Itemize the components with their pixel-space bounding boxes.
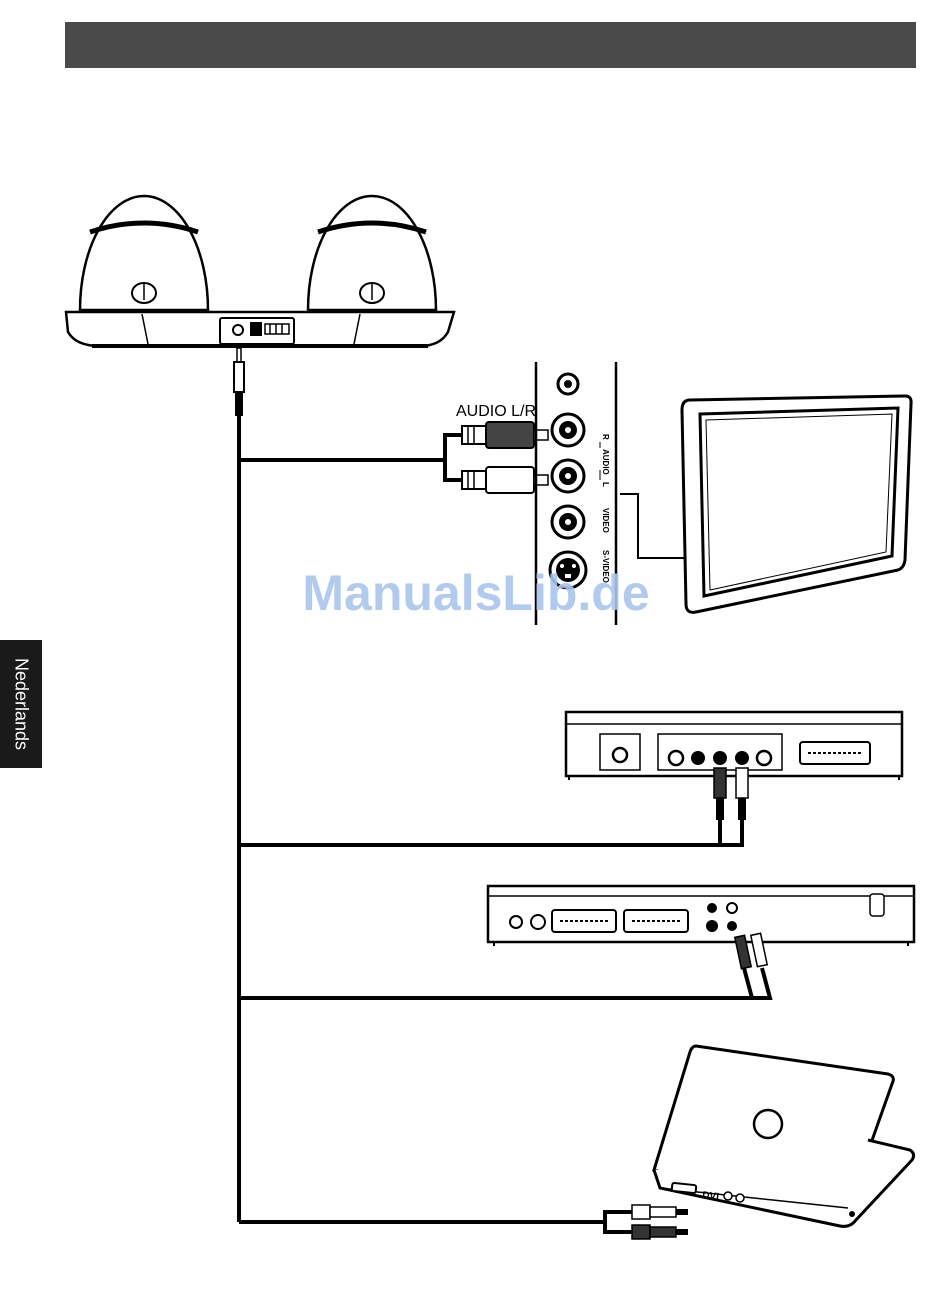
jack-label-video: VIDEO xyxy=(601,508,610,533)
tv-link-line xyxy=(620,494,688,558)
tv-monitor xyxy=(682,396,911,612)
watermark-text: ManualsLib.de xyxy=(302,565,649,621)
speaker-dock xyxy=(66,196,454,346)
jack-label-r: R xyxy=(601,434,610,440)
audio-lr-label: AUDIO L/R xyxy=(456,403,536,420)
jack-label-l: L xyxy=(601,482,610,487)
receiver-box xyxy=(566,712,902,820)
audio-jack-plug xyxy=(234,348,244,416)
jack-label-audio: AUDIO xyxy=(601,449,610,475)
tv-jack-labels: R AUDIO L VIDEO S-VIDEO xyxy=(600,434,610,583)
laptop xyxy=(632,1046,914,1239)
dvi-label: DVI xyxy=(702,1190,720,1203)
dvd-player xyxy=(488,886,914,969)
